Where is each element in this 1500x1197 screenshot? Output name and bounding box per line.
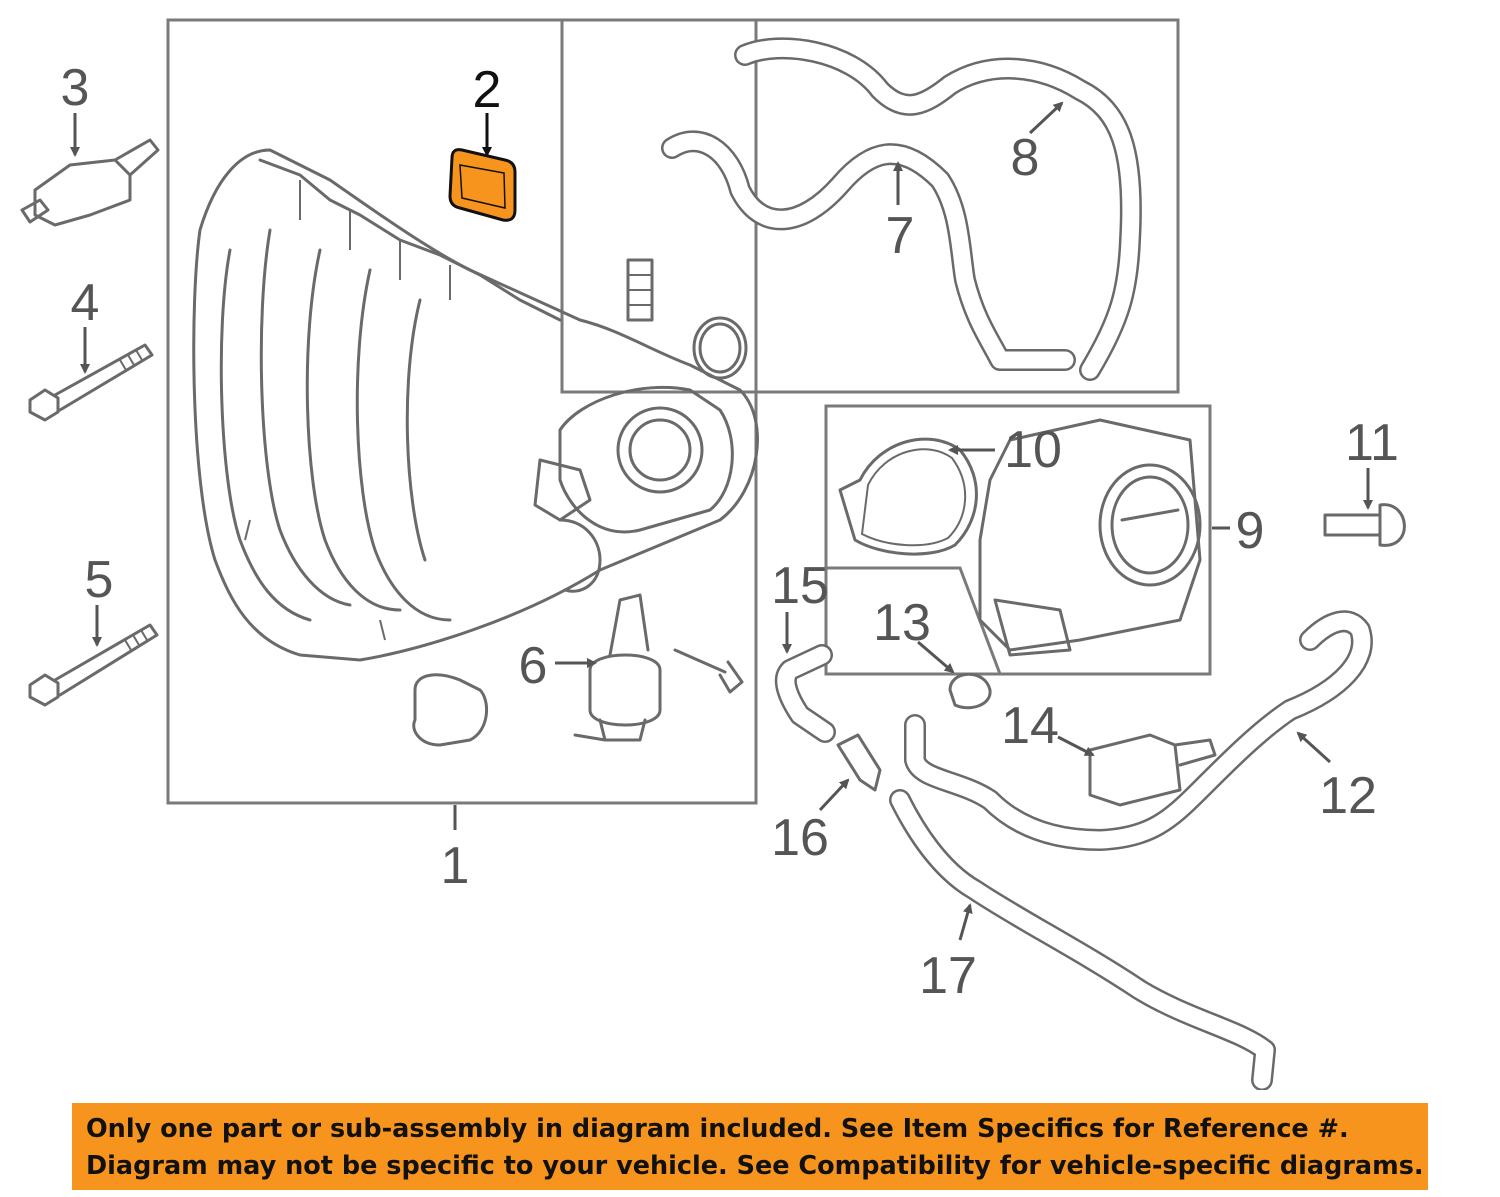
callout-9: 9: [1236, 502, 1265, 560]
small-gasket: [412, 673, 489, 747]
intake-gasket-highlight: [448, 148, 517, 222]
screw: [673, 648, 744, 694]
callout-4: 4: [71, 274, 100, 332]
hose-part-8: [734, 37, 1142, 381]
callout-5: 5: [85, 551, 114, 609]
throttle-body-box: [824, 404, 1212, 676]
leader-17: [958, 903, 973, 941]
callout-8: 8: [1011, 129, 1040, 187]
throttle-body-part-9: [978, 418, 1202, 657]
parts-diagram: 1 2 3 4 5 6 7 8 9 10 11 12 13 14 15 16 1…: [20, 18, 1406, 1090]
hose-part-7: [661, 130, 1076, 371]
callout-15: 15: [771, 557, 829, 615]
bolt-part-11: [1323, 503, 1406, 547]
callout-2: 2: [473, 61, 502, 119]
callout-16: 16: [771, 809, 829, 867]
solenoid-part-14: [1088, 733, 1217, 807]
callout-6: 6: [519, 637, 548, 695]
disclaimer-banner: Only one part or sub-assembly in diagram…: [72, 1103, 1428, 1190]
leader-14: [1057, 735, 1095, 757]
bolt-part-4: [28, 343, 154, 422]
disclaimer-line-1: Only one part or sub-assembly in diagram…: [86, 1114, 1349, 1144]
fitting-and-oring: [626, 258, 748, 380]
clamp-part-13: [948, 672, 992, 710]
leader-8: [1028, 101, 1064, 135]
callout-14: 14: [1001, 697, 1059, 755]
hose-part-15: [774, 644, 836, 743]
throttle-gasket-inner: [860, 448, 966, 547]
callout-10: 10: [1004, 421, 1062, 479]
bolt-part-5: [28, 623, 159, 707]
callout-1: 1: [441, 837, 470, 895]
throttle-gasket-part-10: [838, 437, 978, 556]
sensor-part-3: [20, 138, 160, 227]
hose-part-12: [904, 610, 1373, 851]
disclaimer-line-2: Diagram may not be specific to your vehi…: [86, 1151, 1424, 1181]
callout-17: 17: [919, 947, 977, 1005]
valve-part-6: [573, 593, 662, 742]
callout-3: 3: [61, 59, 90, 117]
callout-12: 12: [1319, 767, 1377, 825]
throttle-box-notch: [826, 566, 1002, 675]
leader-16: [818, 778, 850, 812]
manifold-group-box: [166, 18, 758, 805]
check-valve-part-16: [836, 733, 882, 792]
callout-13: 13: [873, 594, 931, 652]
hose-part-17: [889, 789, 1276, 1090]
intake-manifold: [192, 148, 759, 662]
callout-7: 7: [886, 207, 915, 265]
callout-11: 11: [1345, 414, 1399, 472]
leader-13: [917, 640, 955, 674]
leader-12: [1296, 731, 1332, 764]
